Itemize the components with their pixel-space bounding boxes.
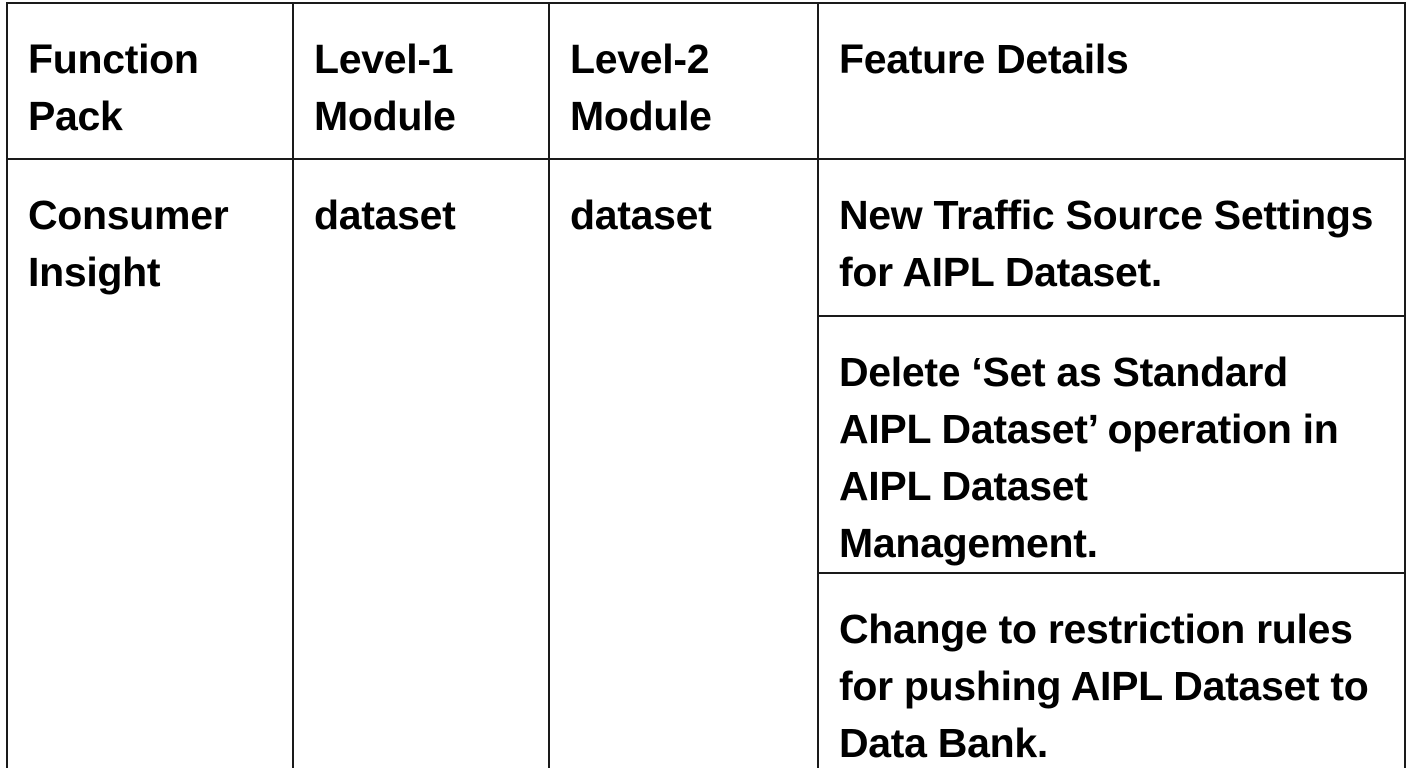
level1-module-value: dataset [314,192,456,238]
cell-level2-module: dataset [548,158,819,768]
feature-item: Delete ‘Set as Standard AIPL Dataset’ op… [839,349,1339,566]
table-row: Change to restriction rules for pushing … [7,572,1406,768]
level2-module-value: dataset [570,192,712,238]
table-row: Consumer Insight dataset dataset New Tra… [6,158,1406,768]
function-pack-value: Consumer Insight [28,192,229,295]
feature-item: Change to restriction rules for pushing … [839,606,1369,766]
cell-feature-3: Change to restriction rules for pushing … [817,572,1406,768]
header-level2-module: Level-2 Module [548,2,819,160]
cell-feature-2: Delete ‘Set as Standard AIPL Dataset’ op… [817,315,1406,574]
feature-table: Function Pack Level-1 Module Level-2 Mod… [6,2,1406,768]
header-row: Function Pack Level-1 Module Level-2 Mod… [6,2,1406,160]
feature-item: New Traffic Source Settings for AIPL Dat… [839,192,1374,295]
header-level1-module: Level-1 Module [292,2,550,160]
cell-function-pack: Consumer Insight [6,158,294,768]
header-level1-module-label: Level-1 Module [314,36,456,139]
cell-feature-1: New Traffic Source Settings for AIPL Dat… [817,158,1406,317]
cell-level1-module: dataset [292,158,550,768]
header-feature-details: Feature Details [817,2,1406,160]
header-level2-module-label: Level-2 Module [570,36,712,139]
table-row: Delete ‘Set as Standard AIPL Dataset’ op… [7,315,1406,574]
header-function-pack: Function Pack [6,2,294,160]
header-function-pack-label: Function Pack [28,36,199,139]
header-feature-details-label: Feature Details [839,36,1129,82]
